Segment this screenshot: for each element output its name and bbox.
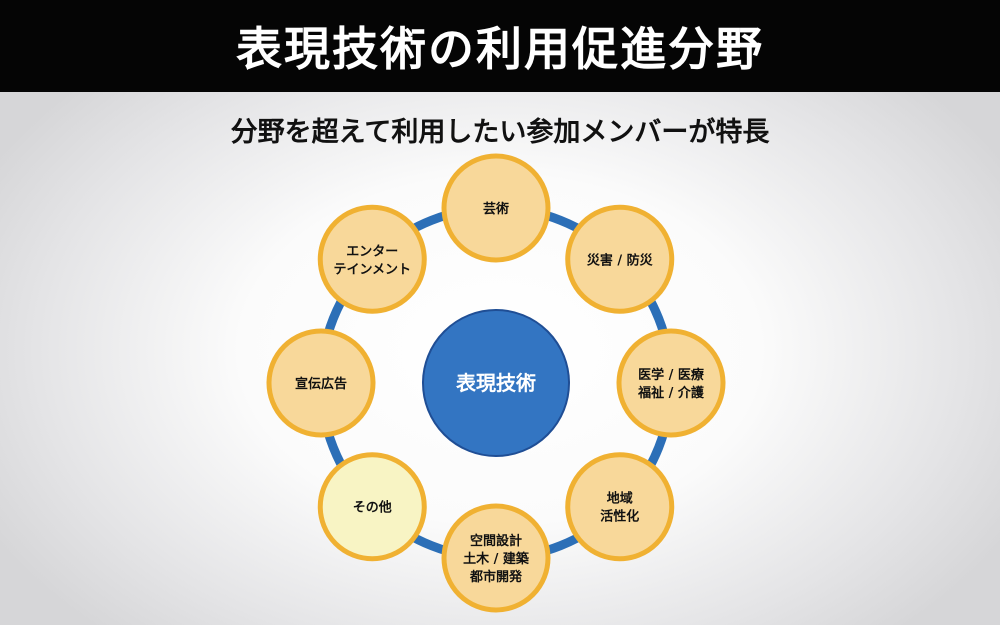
- node-circle-entertainment: [317, 204, 427, 314]
- node-label-regional: 活性化: [600, 509, 639, 525]
- node-label-medical: 福祉 / 介護: [637, 385, 705, 401]
- node-circle-art: [441, 153, 551, 263]
- node-label-medical: 医学 / 医療: [638, 367, 705, 383]
- node-circle-other: [317, 452, 427, 562]
- node-label-advertising: 宣伝広告: [295, 376, 347, 392]
- node-circle-medical: [616, 328, 726, 438]
- node-label-art: 芸術: [483, 201, 509, 217]
- node-label-disaster: 災害 / 防災: [587, 252, 654, 268]
- title-bar: 表現技術の利用促進分野: [0, 0, 1000, 92]
- slide-subtitle: 分野を超えて利用したい参加メンバーが特長: [230, 117, 770, 148]
- node-label-entertainment: エンター: [346, 244, 398, 259]
- node-circle-advertising: [266, 328, 376, 438]
- slide-title: 表現技術の利用促進分野: [236, 22, 764, 76]
- hub-label: 表現技術: [456, 371, 536, 395]
- node-label-other: その他: [353, 500, 392, 516]
- node-label-regional: 地域: [607, 491, 633, 507]
- node-label-spatial: 土木 / 建築: [463, 551, 530, 567]
- node-label-spatial: 都市開発: [469, 569, 523, 585]
- node-circle-regional: [565, 452, 675, 562]
- node-circle-disaster: [565, 204, 675, 314]
- node-label-entertainment: テインメント: [333, 262, 411, 277]
- node-circle-spatial: [441, 503, 551, 613]
- node-label-spatial: 空間設計: [470, 533, 522, 549]
- hub-circle: [422, 309, 570, 457]
